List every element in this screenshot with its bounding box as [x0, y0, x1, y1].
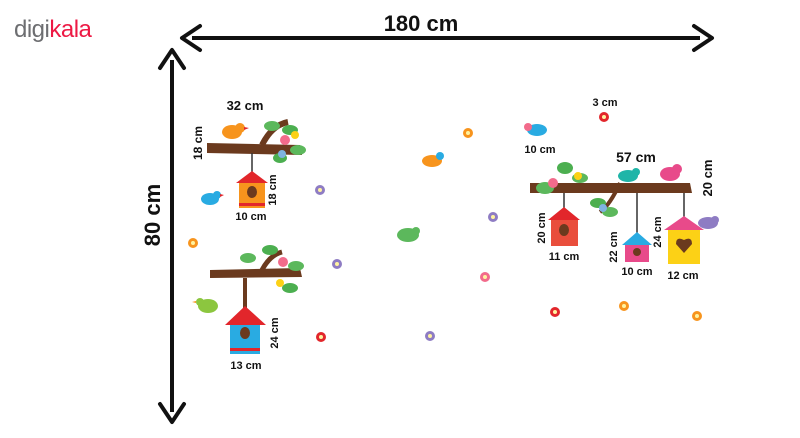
- branch-right-width-label: 57 cm: [616, 149, 656, 165]
- height-label: 80 cm: [140, 184, 165, 246]
- bird-blue-left: [201, 191, 224, 205]
- house-tl-height-label: 18 cm: [267, 174, 279, 205]
- birdhouse-orange: [236, 171, 268, 208]
- birdhouse-pink: [622, 232, 652, 262]
- house-r2-width-label: 10 cm: [621, 266, 652, 278]
- flower-small-label: 3 cm: [592, 97, 617, 109]
- branch-right-height-label: 20 cm: [700, 160, 715, 197]
- house-r1-width-label: 11 cm: [549, 251, 580, 263]
- birdhouse-blue: [225, 306, 266, 354]
- logo-part-kala: kala: [49, 16, 92, 43]
- branch-bottom-left: [210, 245, 304, 293]
- branch-tl-width-label: 32 cm: [227, 98, 264, 113]
- branch-right: [530, 162, 692, 217]
- bird-orange-middle: [422, 152, 444, 167]
- bird-small-label: 10 cm: [524, 144, 555, 156]
- house-bl-width-label: 13 cm: [230, 360, 261, 372]
- digikala-logo: digikala: [14, 16, 92, 44]
- house-r2-height-label: 22 cm: [608, 231, 620, 262]
- house-r1-height-label: 20 cm: [536, 212, 548, 243]
- bird-teal-right: [618, 168, 640, 182]
- house-bl-height-label: 24 cm: [269, 317, 281, 348]
- bird-green-middle: [397, 227, 420, 242]
- bird-blue-small: [524, 123, 547, 136]
- height-dimension-arrow: [158, 48, 186, 424]
- bird-orange-top-left: [222, 123, 249, 139]
- branch-top-left: [207, 119, 306, 163]
- branch-tl-height-label: 18 cm: [191, 126, 205, 160]
- logo-part-digi: digi: [14, 16, 50, 43]
- width-label: 180 cm: [384, 11, 459, 36]
- scattered-flowers: [188, 112, 702, 342]
- bird-pink-right: [660, 164, 682, 181]
- house-r3-height-label: 24 cm: [652, 216, 664, 247]
- house-tl-width-label: 10 cm: [235, 211, 266, 223]
- birdhouse-red: [548, 207, 580, 246]
- bird-purple-right: [698, 216, 719, 229]
- width-dimension-arrow: [180, 24, 714, 52]
- bird-green-left: [192, 298, 218, 313]
- house-r3-width-label: 12 cm: [667, 270, 698, 282]
- birdhouse-yellow: [664, 216, 704, 264]
